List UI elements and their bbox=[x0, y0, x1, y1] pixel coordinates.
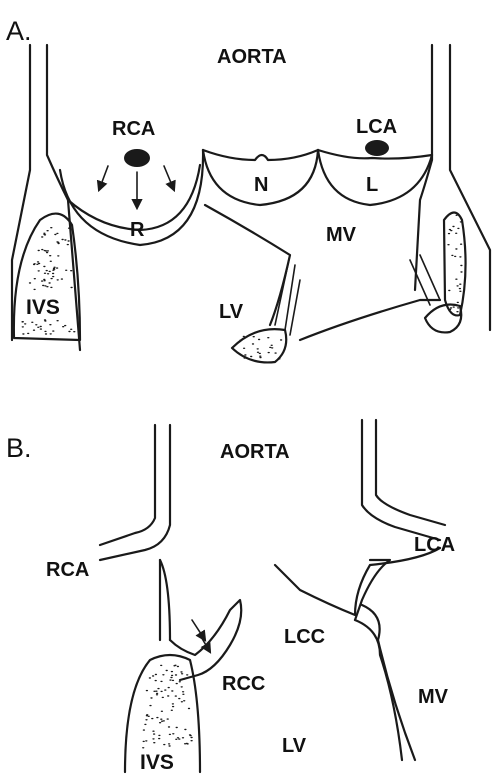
flow-arrow-right bbox=[164, 166, 174, 190]
rca-ostium bbox=[124, 149, 150, 167]
aorta-right-wall-outer bbox=[450, 45, 490, 330]
lcc-leaflet-inner bbox=[355, 560, 415, 760]
right-wall-stipple bbox=[447, 215, 462, 313]
non-cusp-nodule bbox=[203, 150, 318, 160]
flow-arrow-left bbox=[99, 166, 108, 190]
label-lca-b: LCA bbox=[414, 534, 455, 556]
label-lv-b: LV bbox=[282, 735, 307, 757]
label-aorta-a: AORTA bbox=[217, 46, 287, 68]
panel-b: B. AORTA RCA LCA LCC RCC MV LV IVS bbox=[6, 420, 455, 774]
label-lcc: LCC bbox=[284, 626, 325, 648]
label-n-cusp: N bbox=[254, 174, 268, 196]
panel-a-letter: A. bbox=[6, 16, 32, 46]
label-rca-a: RCA bbox=[112, 118, 155, 140]
label-mv-b: MV bbox=[418, 686, 449, 708]
label-mv-a: MV bbox=[326, 224, 357, 246]
aorta-b-right-wall bbox=[362, 420, 440, 540]
panel-a: A. bbox=[6, 16, 490, 362]
aorta-right-wall-inner bbox=[415, 45, 432, 290]
label-l-cusp: L bbox=[366, 174, 378, 196]
panel-b-letter: B. bbox=[6, 433, 32, 463]
label-r-cusp: R bbox=[130, 219, 145, 241]
mitral-b-leaflet bbox=[355, 620, 402, 760]
papillary-stipple bbox=[239, 336, 282, 360]
lca-ostium bbox=[365, 140, 389, 156]
ivs-b-stipple bbox=[142, 665, 193, 749]
label-ivs-b: IVS bbox=[140, 751, 174, 774]
label-ivs-a: IVS bbox=[26, 296, 60, 319]
papillary-muscle-right bbox=[425, 305, 461, 333]
label-lca-a: LCA bbox=[356, 116, 397, 138]
rcc-arrow-1 bbox=[192, 620, 205, 640]
label-rca-b: RCA bbox=[46, 559, 89, 581]
papillary-muscle-left bbox=[232, 329, 286, 362]
right-wall-myocardium bbox=[444, 213, 466, 316]
label-aorta-b: AORTA bbox=[220, 441, 290, 463]
aorta-b-right-wall-inner bbox=[376, 420, 445, 525]
label-rcc: RCC bbox=[222, 673, 265, 695]
aorta-b-left-wall-upper bbox=[100, 425, 155, 545]
label-lv-a: LV bbox=[219, 301, 244, 323]
lcc-leaflet bbox=[275, 548, 440, 615]
